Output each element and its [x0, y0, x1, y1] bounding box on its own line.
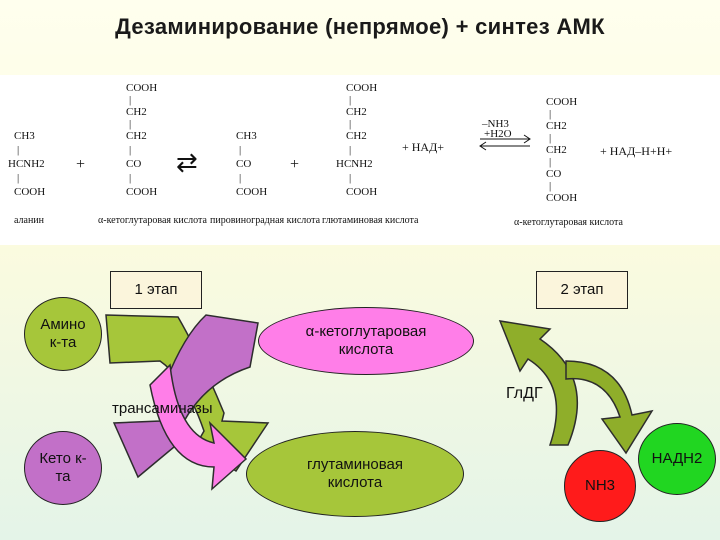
akg-product-line: CH2 — [546, 120, 567, 132]
glutamate-formula: COOH | CH2 | CH2 | HCNH2 | COOH глютамин… — [322, 82, 419, 226]
akg-node: α-кетоглутаровая кислота — [258, 307, 474, 375]
pyruvate-line: CO — [236, 158, 251, 170]
nad-plus: + НАД+ — [402, 140, 444, 154]
deamination-arrow-bottom: +H2O — [484, 128, 512, 140]
akg-line: COOH — [126, 82, 157, 94]
alanine-line: | — [17, 172, 19, 184]
transaminase-label: трансаминазы — [112, 400, 213, 417]
reaction-panel: CH3 | HCNH2 | COOH аланин + COOH | CH2 |… — [0, 75, 720, 245]
keto-acid-node: Кето к-та — [24, 431, 102, 505]
plus-sign: + — [290, 156, 299, 173]
pyruvate-line: | — [239, 144, 241, 156]
pyruvate-formula: CH3 | CO | COOH пировиноградная кислота — [210, 130, 321, 226]
akg-product-line: COOH — [546, 96, 577, 108]
akg-product-caption: α-кетоглутаровая кислота — [514, 217, 623, 228]
glutamate-line: CH2 — [346, 130, 367, 142]
akg-line: COOH — [126, 186, 157, 198]
plus-sign: + — [76, 156, 85, 173]
glutamate-line: | — [349, 144, 351, 156]
page-title: Дезаминирование (непрямое) + синтез АМК — [115, 14, 605, 39]
ammonia-node: NH3 — [564, 450, 636, 522]
akg-product-line: | — [549, 180, 551, 192]
alanine-formula: CH3 | HCNH2 | COOH аланин — [8, 130, 45, 226]
amino-acid-node: Амино к-та — [24, 297, 102, 371]
deamination-arrow-top: –NH3 — [481, 118, 509, 130]
akg-line: CO — [126, 158, 141, 170]
pyruvate-line: COOH — [236, 186, 267, 198]
glutamate-to-akg-arrow — [498, 320, 579, 446]
alanine-line: HCNH2 — [8, 158, 45, 170]
nadh-label: НАДН2 — [651, 450, 703, 467]
akg-formula: COOH | CH2 | CH2 | CO | COOH α-кетоглута… — [98, 82, 207, 226]
akg-product-line: CH2 — [546, 144, 567, 156]
scheme-arrows — [105, 314, 654, 491]
gldh-label: ГлДГ — [506, 385, 543, 402]
akg-caption: α-кетоглутаровая кислота — [98, 215, 207, 226]
stage-2-label: 2 этап — [536, 271, 628, 309]
reversible-arrow — [479, 134, 531, 151]
akg-line: CH2 — [126, 106, 147, 118]
pink-curved-arrow — [149, 363, 248, 491]
glutamate-line: HCNH2 — [336, 158, 373, 170]
glutamate-line: | — [349, 118, 351, 130]
violet-curved-arrow — [112, 314, 259, 479]
cycle-scheme: 1 этап 2 этап Амино к-та Кето к-та α-кет… — [0, 245, 720, 540]
akg-product-line: | — [549, 132, 551, 144]
glutamate-line: COOH — [346, 82, 377, 94]
glutamate-line: CH2 — [346, 106, 367, 118]
alanine-line: | — [17, 144, 19, 156]
akg-product-formula: COOH | CH2 | CH2 | CO | COOH α-кетоглута… — [514, 96, 623, 228]
glutamate-node: глутаминовая кислота — [246, 431, 464, 517]
glutamate-line: | — [349, 94, 351, 106]
nadh-node: НАДН2 — [638, 423, 716, 495]
pyruvate-caption: пировиноградная кислота — [210, 215, 321, 226]
akg-product-line: CO — [546, 168, 561, 180]
akg-line: | — [129, 118, 131, 130]
nadh-product: + НАД–Н+Н+ — [600, 144, 672, 158]
akg-product-line: COOH — [546, 192, 577, 204]
akg-product-line: | — [549, 108, 551, 120]
glutamate-caption: глютаминовая кислота — [322, 215, 419, 226]
stage-1-label: 1 этап — [110, 271, 202, 309]
ammonia-label: NH3 — [584, 477, 615, 494]
akg-product-line: | — [549, 156, 551, 168]
alanine-line: CH3 — [14, 130, 35, 142]
reaction-equation: CH3 | HCNH2 | COOH аланин + COOH | CH2 |… — [8, 82, 672, 228]
akg-line: | — [129, 172, 131, 184]
akg-line: | — [129, 94, 131, 106]
glutamate-line: | — [349, 172, 351, 184]
pyruvate-line: | — [239, 172, 241, 184]
alanine-line: COOH — [14, 186, 45, 198]
glutamate-line: COOH — [346, 186, 377, 198]
akg-line: CH2 — [126, 130, 147, 142]
alanine-caption: аланин — [14, 215, 45, 226]
pyruvate-line: CH3 — [236, 130, 257, 142]
akg-line: | — [129, 144, 131, 156]
nadh-arrow — [565, 360, 654, 455]
equilibrium-arrow: ⇄ — [176, 148, 198, 177]
